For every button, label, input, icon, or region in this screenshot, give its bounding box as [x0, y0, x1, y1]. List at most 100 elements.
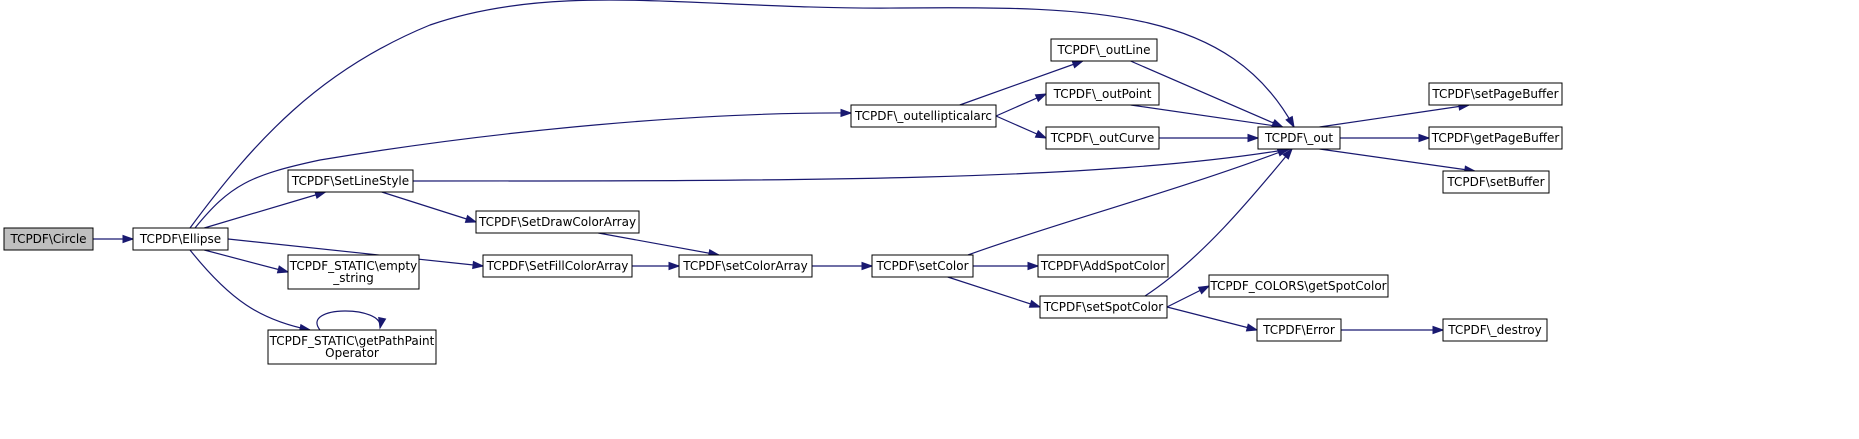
node-setpagebuffer[interactable]: TCPDF\setPageBuffer [1428, 82, 1563, 106]
node-label: TCPDF\_outPoint [1053, 87, 1152, 101]
edge-setlinestyle-to-setdrawcolorarray-arrowhead [464, 214, 478, 223]
node-label: TCPDF_STATIC\getPathPaint [269, 334, 435, 348]
edge-circle-to-ellipse-arrowhead [122, 234, 135, 244]
edge-outellipticalarc-to-outline-arrowhead [1071, 60, 1085, 69]
node-box [482, 254, 633, 278]
edge-getpathpaintoperator-to-getpathpaintoperator-arrowhead [378, 316, 387, 330]
edge-setcolor-to-setspotcolor-arrowhead [1028, 299, 1042, 308]
node-addspotcolor[interactable]: TCPDF\AddSpotColor [1037, 254, 1169, 278]
node-label: TCPDF\getPageBuffer [1431, 131, 1560, 145]
edge-setcolorarray-to-setcolor-arrowhead [861, 261, 874, 271]
node-label: TCPDF\Circle [9, 232, 86, 246]
edge-ellipse-to-setfillcolorarray [227, 238, 484, 267]
node-outcurve[interactable]: TCPDF\_outCurve [1045, 126, 1160, 150]
edge-setspotcolor-to-error [1166, 306, 1258, 331]
node-label: TCPDF_COLORS\getSpotColor [1209, 279, 1386, 293]
node-box [1257, 126, 1341, 150]
node-box [1050, 38, 1158, 62]
node-box [678, 254, 813, 278]
node-label: TCPDF\_outCurve [1050, 131, 1154, 145]
node-label: TCPDF\setColorArray [682, 259, 807, 273]
node-outline[interactable]: TCPDF\_outLine [1050, 38, 1158, 62]
nodes-layer: TCPDF\Circle TCPDF\Ellipse TCPDF\SetLineSt… [3, 38, 1563, 365]
node-label: TCPDF\Ellipse [139, 232, 221, 246]
node-ellipse[interactable]: TCPDF\Ellipse [132, 227, 229, 251]
node-box [1045, 82, 1160, 106]
edge-ellipse-to-out-arrowhead [1285, 115, 1295, 129]
edge-outcurve-to-out-arrowhead [1247, 133, 1260, 143]
edge-setspotcolor-to-error-arrowhead [1245, 323, 1259, 332]
node-box [1208, 274, 1389, 298]
node-box [850, 104, 997, 128]
node-label: TCPDF\_destroy [1447, 323, 1542, 337]
node-box [287, 169, 414, 193]
edge-ellipse-to-outellipticalarc-arrowhead [840, 108, 853, 118]
node-getpagebuffer[interactable]: TCPDF\getPageBuffer [1428, 126, 1563, 150]
node-box [1037, 254, 1169, 278]
node-circle[interactable]: TCPDF\Circle [3, 227, 94, 251]
node-box [475, 210, 640, 234]
node-label: TCPDF_STATIC\empty [289, 259, 417, 273]
node-box [132, 227, 229, 251]
node-box [1428, 82, 1563, 106]
edge-out-to-setbuffer [1319, 148, 1475, 172]
node-label: TCPDF\_outLine [1056, 43, 1150, 57]
edge-outellipticalarc-to-outline [959, 60, 1084, 106]
node-outellipticalarc[interactable]: TCPDF\_outellipticalarc [850, 104, 997, 128]
edge-outpoint-to-out [1130, 104, 1283, 128]
node-setlinestyle[interactable]: TCPDF\SetLineStyle [287, 169, 414, 193]
node-label: TCPDF\AddSpotColor [1040, 259, 1165, 273]
node-label: TCPDF\setBuffer [1446, 175, 1544, 189]
edge-ellipse-to-outellipticalarc [194, 112, 852, 229]
node-label: TCPDF\setColor [875, 259, 968, 273]
node-destroy[interactable]: TCPDF\_destroy [1442, 318, 1548, 342]
node-box [1045, 126, 1160, 150]
node-setcolor[interactable]: TCPDF\setColor [871, 254, 974, 278]
node-setbuffer[interactable]: TCPDF\setBuffer [1442, 170, 1550, 194]
edge-getpathpaintoperator-to-getpathpaintoperator [316, 310, 381, 331]
node-out[interactable]: TCPDF\_out [1257, 126, 1341, 150]
node-label: TCPDF\_out [1264, 131, 1333, 145]
edge-setdrawcolorarray-to-setcolorarray [598, 232, 720, 256]
edge-setfillcolorarray-to-setcolorarray-arrowhead [668, 261, 681, 271]
node-box [3, 227, 94, 251]
node-setfillcolorarray[interactable]: TCPDF\SetFillColorArray [482, 254, 633, 278]
node-box [1039, 295, 1168, 319]
node-label: _string [332, 271, 373, 285]
node-box [1256, 318, 1342, 342]
node-label: TCPDF\_outellipticalarc [854, 109, 992, 123]
edge-setcolor-to-out [967, 148, 1289, 256]
edge-error-to-destroy-arrowhead [1432, 325, 1445, 335]
edge-setcolor-to-addspotcolor-arrowhead [1027, 261, 1040, 271]
node-box [267, 329, 437, 365]
node-box [871, 254, 974, 278]
edge-ellipse-to-empty_string [204, 249, 289, 273]
edge-outellipticalarc-to-outcurve-arrowhead [1034, 129, 1048, 139]
node-outpoint[interactable]: TCPDF\_outPoint [1045, 82, 1160, 106]
node-label: TCPDF\Error [1262, 323, 1335, 337]
edge-setspotcolor-to-out [1144, 148, 1293, 297]
edge-setspotcolor-to-out-arrowhead [1282, 147, 1293, 160]
node-getspotcolor[interactable]: TCPDF_COLORS\getSpotColor [1208, 274, 1389, 298]
node-label: TCPDF\setSpotColor [1043, 300, 1163, 314]
edge-out-to-getpagebuffer-arrowhead [1418, 133, 1431, 143]
node-box [1442, 170, 1550, 194]
node-label: TCPDF\setPageBuffer [1431, 87, 1558, 101]
edge-setspotcolor-to-getspotcolor-arrowhead [1197, 285, 1211, 295]
edge-ellipse-to-empty_string-arrowhead [276, 265, 290, 274]
node-setspotcolor[interactable]: TCPDF\setSpotColor [1039, 295, 1168, 319]
node-box [287, 254, 420, 290]
edge-out-to-setpagebuffer [1319, 104, 1469, 128]
node-box [1442, 318, 1548, 342]
edge-ellipse-to-setlinestyle [204, 191, 326, 229]
node-setdrawcolorarray[interactable]: TCPDF\SetDrawColorArray [475, 210, 640, 234]
node-empty_string[interactable]: TCPDF_STATIC\empty_string [287, 254, 420, 290]
node-label: TCPDF\SetFillColorArray [486, 259, 629, 273]
node-error[interactable]: TCPDF\Error [1256, 318, 1342, 342]
edge-ellipse-to-out [189, 0, 1295, 229]
node-label: Operator [325, 346, 379, 360]
node-setcolorarray[interactable]: TCPDF\setColorArray [678, 254, 813, 278]
node-label: TCPDF\SetLineStyle [291, 174, 409, 188]
